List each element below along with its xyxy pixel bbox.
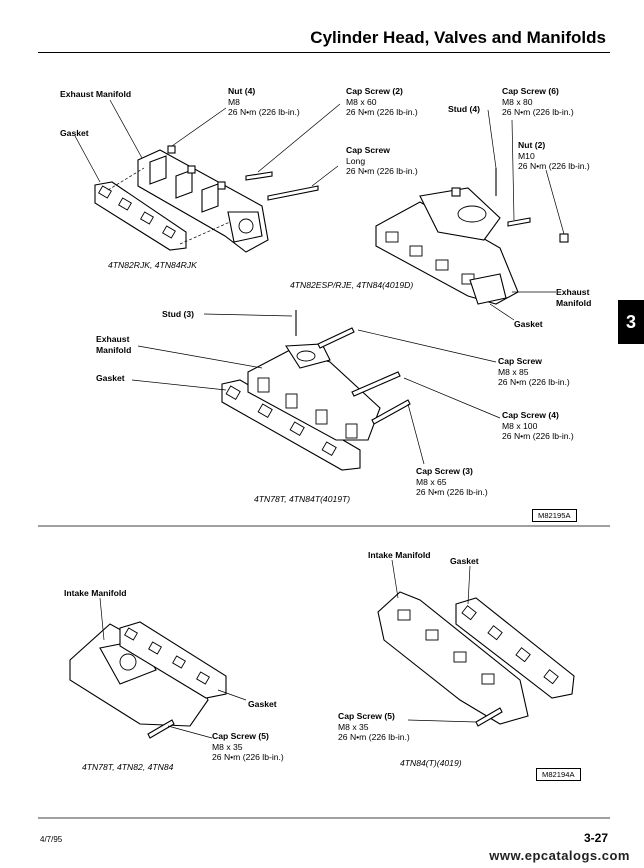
fig4-intake-manifold-label: Intake Manifold <box>64 588 127 598</box>
fig3-stud-label: Stud (3) <box>162 309 194 319</box>
fig1-fasteners <box>107 145 319 245</box>
fig3-leaders <box>131 313 501 465</box>
fig2-caption: 4TN82ESP/RJE, 4TN84(4019D) <box>290 280 414 290</box>
fig5-fasteners <box>475 707 503 727</box>
fig1-leaders <box>74 99 341 187</box>
fig3-caption: 4TN78T, 4TN84T(4019T) <box>254 494 351 504</box>
fig5-gasket-drawing <box>455 597 575 699</box>
header-rule <box>38 52 610 53</box>
section-tab: 3 <box>618 300 644 344</box>
page-number: 3-27 <box>583 831 608 845</box>
fig1-exhaust-manifold-label: Exhaust Manifold <box>60 89 132 99</box>
fig1-caption: 4TN82RJK, 4TN84RJK <box>108 260 197 270</box>
fig1-manifold-drawing <box>137 149 269 253</box>
footer-date: 4/7/95 <box>40 835 63 844</box>
fig5-gasket-label: Gasket <box>450 556 479 566</box>
fig5-leaders <box>391 559 477 723</box>
fig3-manifold-drawing <box>247 343 381 441</box>
fig4-gasket-label: Gasket <box>248 699 277 709</box>
fig1-gasket-label: Gasket <box>60 128 89 138</box>
fig2-gasket-label: Gasket <box>514 319 543 329</box>
fig2-leaders <box>487 109 565 321</box>
fig5-caption: 4TN84(T)(4019) <box>400 758 462 768</box>
fig3-fasteners <box>295 310 411 425</box>
fig4-fasteners <box>147 719 175 739</box>
fig5-intake-manifold-label: Intake Manifold <box>368 550 431 560</box>
fig4-caption: 4TN78T, 4TN82, 4TN84 <box>82 762 174 772</box>
page-title: Cylinder Head, Valves and Manifolds <box>310 28 606 47</box>
fig4-gasket-drawing <box>119 621 227 699</box>
fig1-gasket-drawing <box>94 181 187 251</box>
fig3-reference: M82195A <box>532 509 577 522</box>
fig5-manifold-drawing <box>377 591 529 725</box>
fig3-gasket-label: Gasket <box>96 373 125 383</box>
fig2-manifold-drawing <box>375 187 519 305</box>
fig5-reference: M82194A <box>536 768 581 781</box>
fig2-fasteners <box>451 168 569 243</box>
watermark: www.epcatalogs.com <box>489 848 630 863</box>
fig4-leaders <box>99 597 247 739</box>
fig2-stud-label: Stud (4) <box>448 104 480 114</box>
fig3-gasket-drawing <box>221 379 361 471</box>
